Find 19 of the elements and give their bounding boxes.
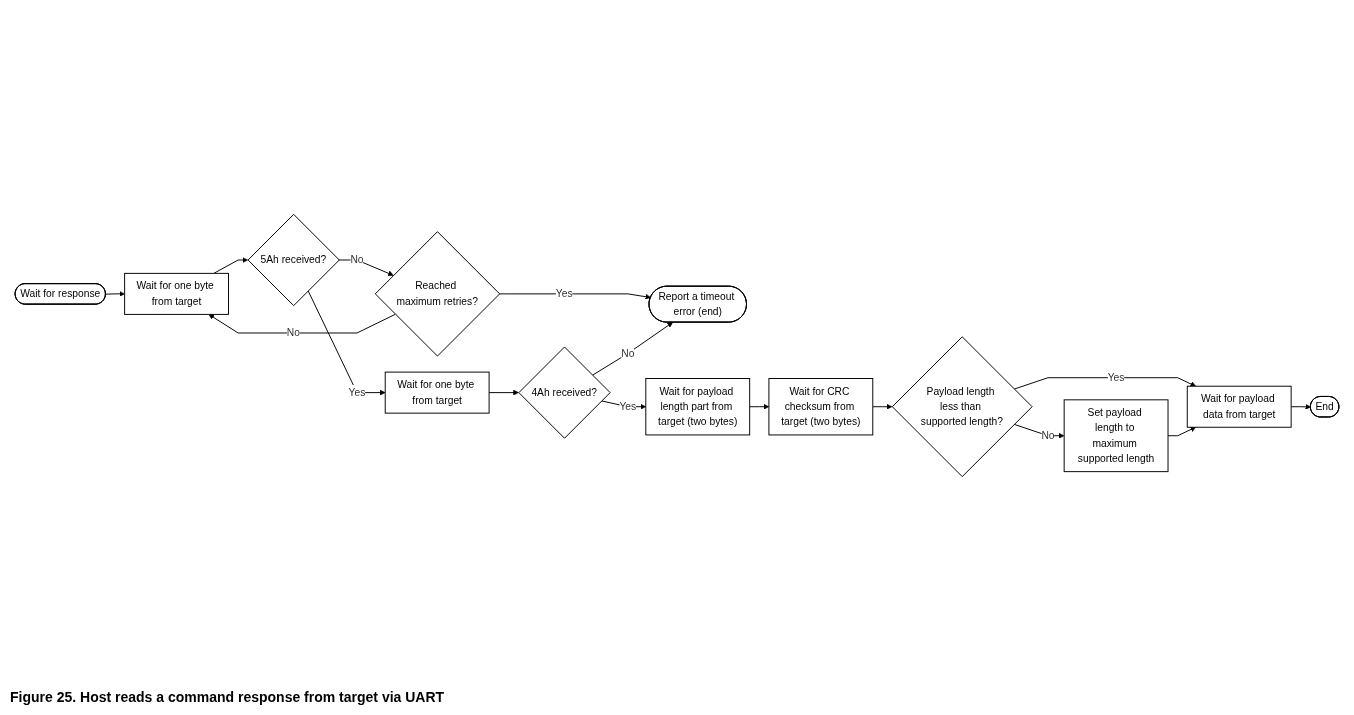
node-diamond: Payload length less than supported length? <box>891 336 1033 478</box>
edge-label: Yes <box>1107 371 1125 383</box>
edge-label: Yes <box>619 400 637 412</box>
edge-label: No <box>286 327 300 339</box>
edge-label: Yes <box>348 386 366 398</box>
node-box: Set payload length to maximum supported length <box>1063 399 1169 473</box>
node-diamond: 4Ah received? <box>518 346 611 439</box>
edge-label: No <box>621 347 635 359</box>
node-diamond: Reached maximum retries? <box>374 231 501 357</box>
node-diamond: 5Ah received? <box>247 213 340 307</box>
node-box: Wait for one byte from target <box>124 272 229 315</box>
node-box: Wait for payload length part from target (two bytes) <box>645 378 751 436</box>
edge-label: No <box>350 254 364 266</box>
node-box: Wait for payload data from target <box>1186 385 1292 428</box>
figure-caption: Figure 25. Host reads a command response from target via UART <box>10 688 445 707</box>
node-box: Wait for CRC checksum from target (two bytes) <box>768 378 874 436</box>
edge-label: Yes <box>555 288 573 299</box>
node-box: Wait for one byte from target <box>384 371 490 414</box>
edge-label: No <box>1041 429 1055 441</box>
